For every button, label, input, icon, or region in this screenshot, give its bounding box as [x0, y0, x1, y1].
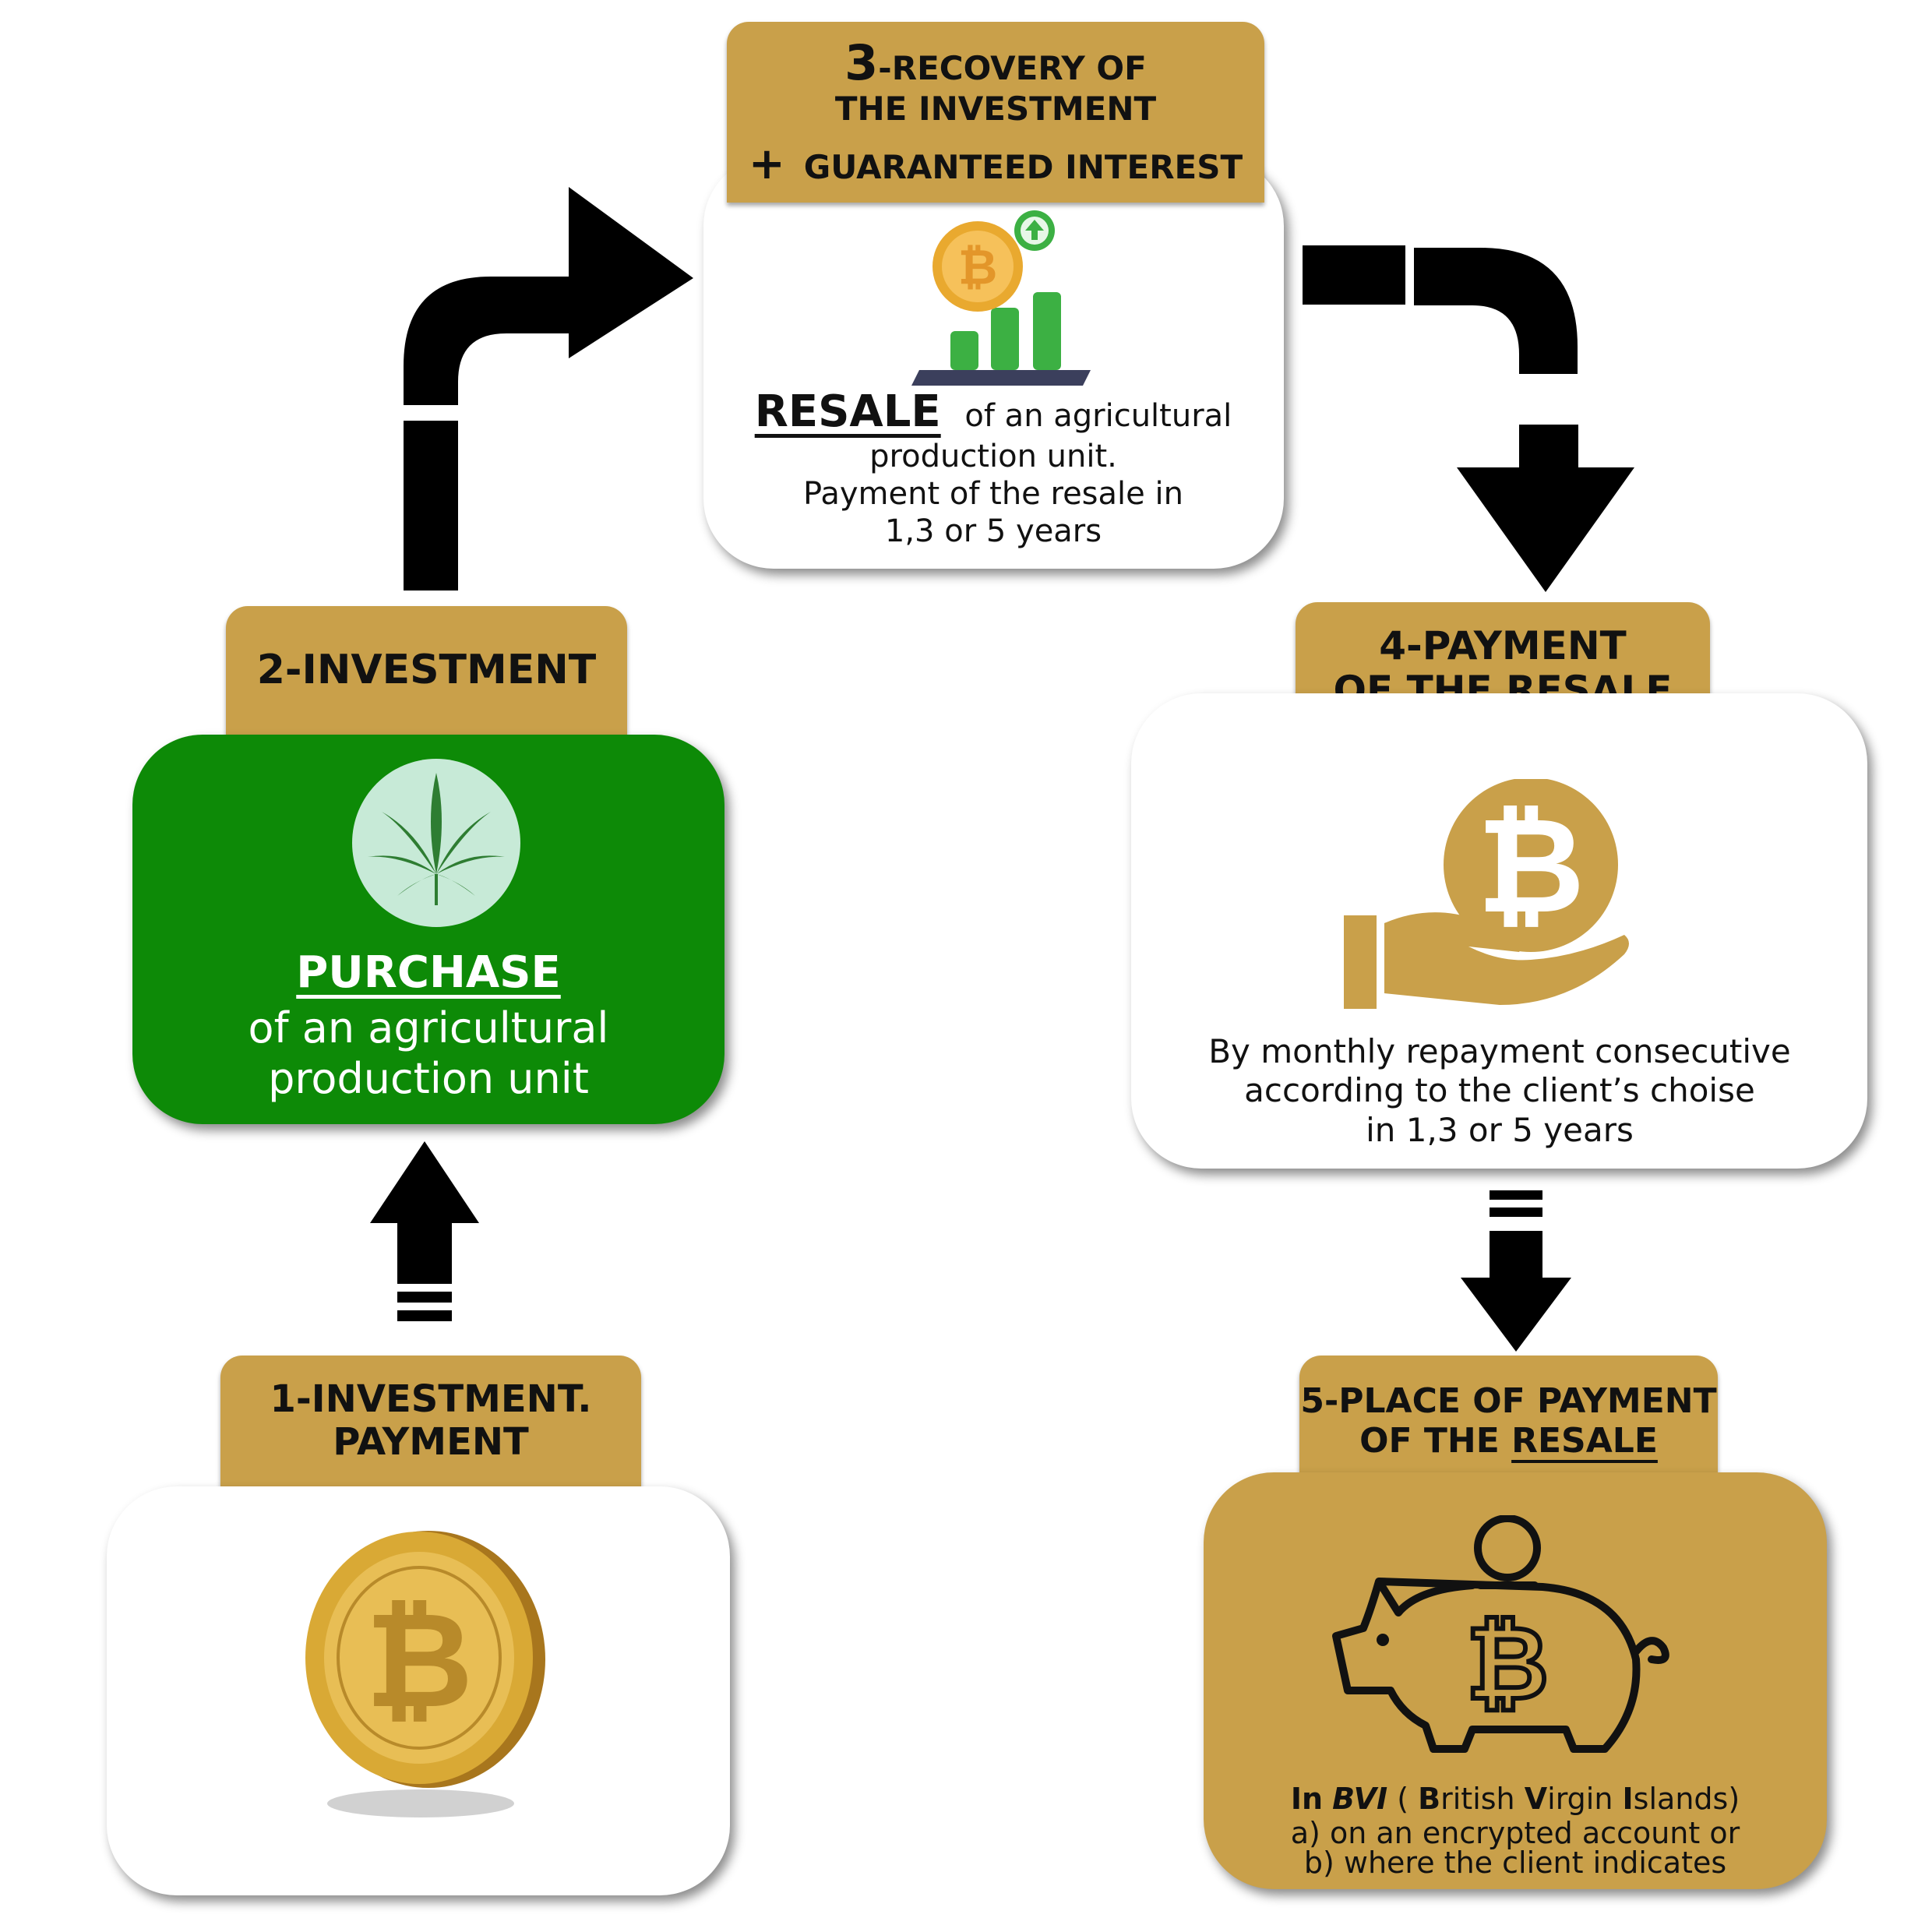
step3-header-number: 3 — [844, 34, 879, 91]
step3-header-line3: GUARANTEED INTEREST — [803, 147, 1243, 186]
step5-ritish: ritish — [1440, 1782, 1515, 1816]
step4-line3: in 1,3 or 5 years — [1366, 1110, 1634, 1149]
step5-irgin: irgin — [1547, 1782, 1613, 1816]
step5-header-line2-prefix: OF THE — [1359, 1421, 1512, 1461]
step4-header-line1: 4-PAYMENT — [1379, 622, 1627, 668]
step5-i: I — [1622, 1782, 1634, 1816]
step5-b: B — [1418, 1782, 1441, 1816]
svg-text:₿: ₿ — [365, 1584, 474, 1738]
step2-header: 2-INVESTMENT — [226, 606, 627, 735]
bitcoin-coin-icon: ₿ — [305, 1531, 545, 1817]
step3-line2: production unit. — [869, 439, 1117, 475]
step2-header-text: 2-INVESTMENT — [256, 646, 597, 693]
step1-header-line2: PAYMENT — [333, 1420, 529, 1464]
step5-body: In BVI ( British Virgin Islands) a) on a… — [1227, 1784, 1803, 1877]
step2-body: PURCHASE of an agricultural production u… — [156, 947, 701, 1105]
step3-title-rest: of an agricultural — [964, 398, 1232, 434]
svg-text:₿: ₿ — [1466, 1604, 1549, 1722]
step5-v: V — [1524, 1782, 1548, 1816]
hand-bitcoin-icon: ₿ — [1344, 779, 1629, 1009]
step3-header: 3-RECOVERY OF THE INVESTMENT + GUARANTEED… — [727, 22, 1264, 203]
step3-header-line2: THE INVESTMENT — [834, 90, 1157, 129]
step3-line3: Payment of the resale in — [803, 476, 1183, 513]
step5-line3: b) where the client indicates — [1303, 1846, 1727, 1880]
step1-header-line1: 1-INVESTMENT. — [270, 1377, 592, 1421]
step5-header: 5-PLACE OF PAYMENT OF THE RESALE — [1299, 1356, 1718, 1488]
piggy-bank-bitcoin-icon: ₿ — [1332, 1515, 1669, 1753]
step5-bvi: BVI — [1332, 1782, 1388, 1816]
step5-paren: ( — [1397, 1782, 1409, 1816]
step5-in: In — [1290, 1782, 1324, 1816]
step5-line2: a) on an encrypted account or — [1290, 1816, 1740, 1850]
step2-title: PURCHASE — [296, 947, 561, 998]
step5-header-resale: RESALE — [1511, 1421, 1658, 1461]
cannabis-leaf-icon — [352, 759, 520, 927]
svg-text:₿: ₿ — [1477, 789, 1585, 943]
step2-line1: of an agricultural — [248, 1003, 609, 1053]
step5-card — [1204, 1472, 1827, 1889]
step3-title: RESALE — [754, 386, 941, 437]
step4-line2: according to the client’s choise — [1244, 1071, 1755, 1110]
step4-line1: By monthly repayment consecutive — [1208, 1032, 1791, 1070]
step4-body: By monthly repayment consecutive accordi… — [1153, 1032, 1846, 1150]
step2-line2: production unit — [268, 1053, 589, 1103]
svg-text:₿: ₿ — [958, 238, 998, 295]
step3-line4: 1,3 or 5 years — [884, 513, 1102, 550]
step1-header: 1-INVESTMENT. PAYMENT — [220, 1356, 641, 1486]
bitcoin-growth-chart-icon: ₿ — [911, 210, 1091, 386]
step5-header-line1: 5-PLACE OF PAYMENT — [1300, 1381, 1717, 1422]
step3-body: RESALE of an agricultural production uni… — [724, 386, 1262, 550]
step5-slands: slands) — [1633, 1782, 1740, 1816]
step3-header-line1: -RECOVERY OF — [878, 49, 1147, 87]
step3-header-plus: + — [748, 138, 785, 189]
